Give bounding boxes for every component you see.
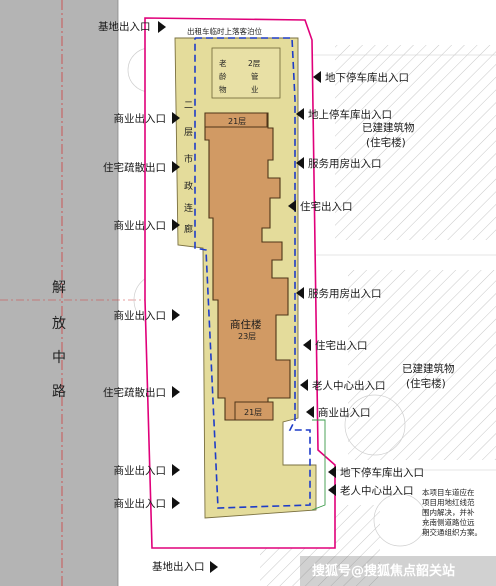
existing-building-2-area — [348, 270, 496, 460]
left-entrance-label: 住宅疏散出口 — [103, 386, 166, 399]
site-entrance-bottom-label: 基地出入口 — [152, 560, 205, 573]
corridor-char: 政 — [184, 180, 193, 192]
residential-tower — [204, 112, 291, 421]
management-char: 管 — [251, 71, 259, 81]
watermark-text: 搜狐号@搜狐焦点韶关站 — [312, 563, 455, 579]
note-line: 充南侧道路位远 — [422, 517, 475, 527]
management-char: 2层 — [248, 59, 261, 68]
existing-building-name: 已建建筑物 — [362, 121, 415, 134]
management-char: 老 — [219, 58, 227, 68]
right-pointing-arrow — [172, 112, 180, 124]
note-line: 围内解决，并补 — [422, 507, 475, 517]
road-label-char: 放 — [52, 316, 66, 332]
site-entrance-top-label: 基地出入口 — [98, 20, 151, 33]
right-pointing-arrow — [172, 497, 180, 509]
existing-building-1-area — [335, 45, 496, 240]
right-entrance-label: 服务用房出入口 — [308, 157, 382, 170]
left-pointing-arrow — [296, 108, 304, 120]
management-char: 龄 — [219, 71, 227, 81]
right-pointing-arrow — [172, 219, 180, 231]
left-pointing-arrow — [296, 157, 304, 169]
watermark-band — [300, 556, 496, 586]
road-label-char: 路 — [52, 384, 66, 400]
left-pointing-arrow — [328, 466, 336, 478]
left-pointing-arrow — [313, 71, 321, 83]
note-line: 本项目车道应在 — [422, 487, 475, 497]
right-entrance-label: 住宅出入口 — [300, 200, 353, 213]
note-line: 项目用地红线范 — [422, 497, 475, 507]
tower-top-wing — [204, 112, 268, 128]
road-label-char: 解 — [52, 280, 66, 296]
right-entrance-label: 地上停车库出入口 — [308, 108, 392, 121]
left-entrance-label: 商业出入口 — [114, 497, 167, 510]
tower-name-label: 商住楼 — [230, 318, 262, 331]
right-entrance-label: 地下停车库出入口 — [340, 466, 424, 479]
corridor-char: 廊 — [184, 223, 193, 235]
left-pointing-arrow — [328, 484, 336, 496]
right-pointing-arrow — [172, 386, 180, 398]
existing-building-name: 已建建筑物 — [402, 362, 455, 375]
left-pointing-arrow — [300, 379, 308, 391]
right-pointing-arrow — [172, 464, 180, 476]
right-entrance-label: 服务用房出入口 — [308, 287, 382, 300]
existing-building-type: (住宅楼) — [366, 136, 406, 149]
right-entrance-label: 地下停车库出入口 — [325, 71, 409, 84]
note-line: 期交通组织方案。 — [422, 527, 482, 537]
left-entrance-label: 商业出入口 — [114, 309, 167, 322]
management-char: 业 — [251, 84, 259, 94]
corridor-char: 连 — [184, 202, 193, 214]
right-pointing-arrow — [172, 309, 180, 321]
existing-building-type: (住宅楼) — [406, 377, 446, 390]
driveway-line — [311, 419, 326, 511]
right-label-group: 地下停车库出入口地上停车库出入口服务用房出入口住宅出入口服务用房出入口住宅出入口… — [288, 71, 424, 497]
left-entrance-label: 商业出入口 — [114, 112, 167, 125]
tower-bottom-wing — [234, 401, 274, 421]
left-pointing-arrow — [306, 406, 314, 418]
left-entrance-label: 商业出入口 — [114, 219, 167, 232]
corridor-char: 市 — [184, 153, 193, 165]
note-box — [418, 482, 496, 542]
left-entrance-label: 住宅疏散出口 — [103, 161, 166, 174]
tower-floors-label: 23层 — [238, 332, 256, 341]
management-char: 物 — [219, 84, 227, 94]
context-circle — [344, 394, 406, 456]
context-circle — [373, 493, 427, 547]
blue-dashed-line — [194, 37, 311, 509]
right-pointing-arrow — [172, 161, 180, 173]
right-entrance-label: 商业出入口 — [318, 406, 371, 419]
tower-bottom-floor-label: 21层 — [244, 408, 262, 417]
road-strip — [0, 0, 118, 586]
road-label-char: 中 — [52, 350, 66, 366]
management-block — [211, 47, 281, 99]
left-entrance-label: 商业出入口 — [114, 464, 167, 477]
right-entrance-label: 老人中心出入口 — [312, 379, 386, 392]
site-entrance-bottom-arrow — [210, 561, 218, 573]
top-note: 出租车临时上落客泊位 — [187, 26, 262, 36]
tower-top-floor-label: 21层 — [228, 117, 246, 126]
left-pointing-arrow — [303, 339, 311, 351]
right-entrance-label: 住宅出入口 — [315, 339, 368, 352]
corridor-char: 二 — [184, 101, 193, 111]
left-pointing-arrow — [296, 287, 304, 299]
site-entrance-top-arrow — [158, 21, 166, 33]
right-entrance-label: 老人中心出入口 — [340, 484, 414, 497]
left-pointing-arrow — [288, 200, 296, 212]
corridor-char: 层 — [184, 127, 193, 138]
